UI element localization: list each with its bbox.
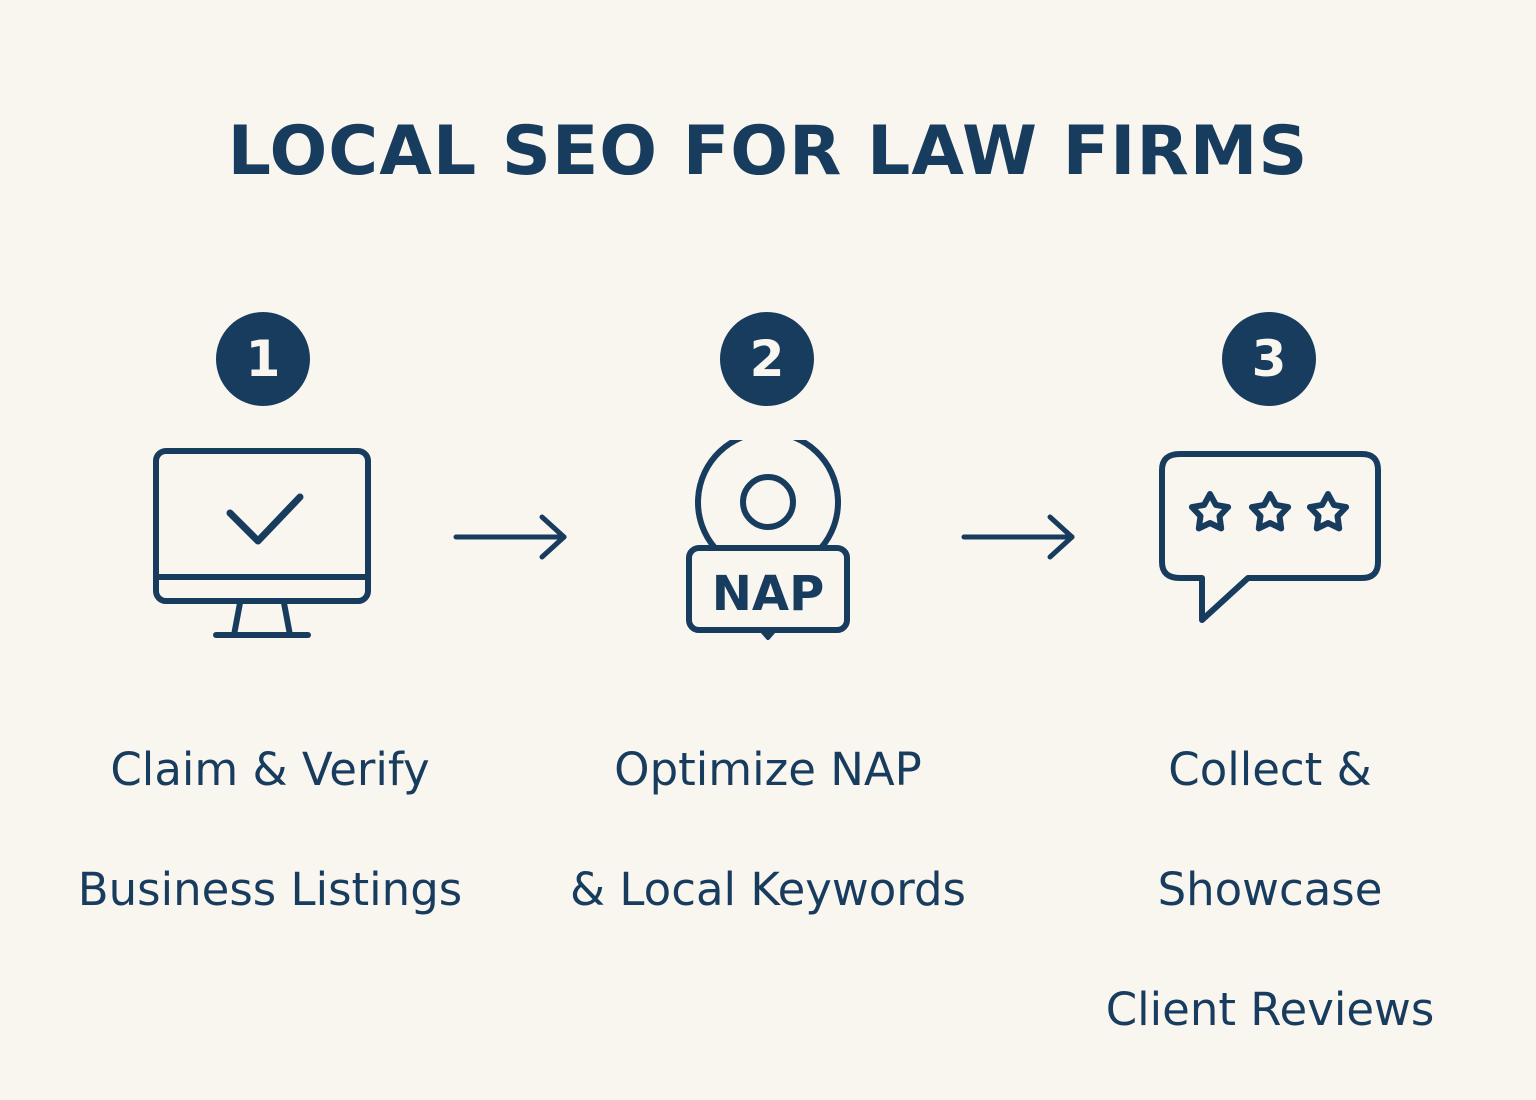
rating-stars — [1188, 491, 1350, 532]
step-2-label-line-2: & Local Keywords — [570, 863, 966, 916]
step-1-label: Claim & Verify Business Listings — [40, 680, 500, 980]
star-icon — [1306, 491, 1350, 532]
step-3-label: Collect & Showcase Client Reviews — [1040, 680, 1500, 1100]
step-2-label: Optimize NAP & Local Keywords — [538, 680, 998, 980]
location-pin-nap-icon: NAP — [686, 440, 850, 640]
right-arrow-icon — [961, 514, 1075, 560]
step-1-label-line-1: Claim & Verify — [110, 743, 430, 796]
star-icon — [1188, 491, 1232, 532]
diagram-title: LOCAL SEO FOR LAW FIRMS — [227, 112, 1309, 191]
step-2-label-line-1: Optimize NAP — [614, 743, 922, 796]
step-2-number-badge: 2 — [720, 312, 814, 406]
step-1-number-badge: 1 — [216, 312, 310, 406]
star-icon — [1248, 491, 1292, 532]
step-3-label-line-1: Collect & — [1168, 743, 1372, 796]
step-3-number-badge: 3 — [1222, 312, 1316, 406]
nap-text: NAP — [712, 566, 825, 622]
step-3-label-line-3: Client Reviews — [1105, 983, 1435, 1036]
step-1-label-line-2: Business Listings — [77, 863, 463, 916]
right-arrow-icon — [453, 514, 567, 560]
review-speech-bubble-stars-icon — [1159, 451, 1381, 623]
monitor-check-icon — [153, 448, 371, 638]
step-3-label-line-2: Showcase — [1157, 863, 1383, 916]
